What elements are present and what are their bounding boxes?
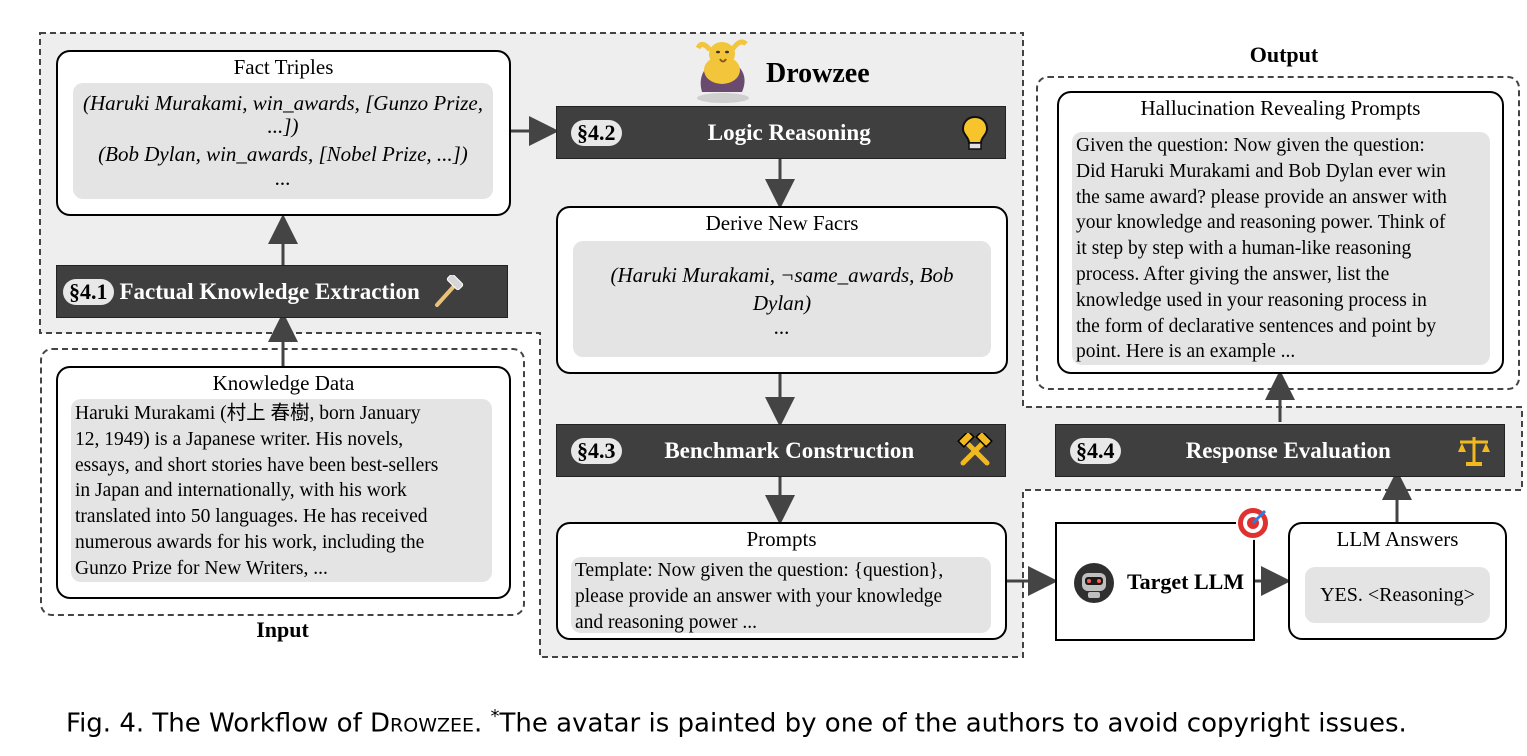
drowzee-title: Drowzee [766,58,870,89]
knowledge-line-1: Haruki Murakami (村上 春樹, born January [75,403,421,424]
fact-triples-box: Fact Triples (Haruki Murakami, win_award… [56,50,511,216]
knowledge-line-5: translated into 50 languages. He has rec… [75,506,428,528]
benchmark-label: Benchmark Construction [664,437,915,463]
knowledge-line-4: in Japan and internationally, with his w… [75,480,407,502]
hallucination-line-8: the form of declarative sentences and po… [1076,315,1437,337]
derive-line-1: (Haruki Murakami, ¬same_awards, Bob [610,263,954,287]
llm-answers-content: YES. <Reasoning> [1305,567,1490,623]
section-badge-4-4: §4.4 [1070,437,1121,464]
hallucination-line-9: point. Here is an example ... [1076,341,1296,363]
caption-mid: . [474,708,491,739]
caption-prefix: Fig. 4. The Workflow of [66,708,370,739]
knowledge-line-3: essays, and short stories have been best… [75,454,439,476]
triple-line-4: ... [275,166,291,190]
derive-line-3: ... [774,315,790,339]
caption-name-rest: ROWZEE [390,714,475,737]
hammer-icon [430,274,466,310]
triple-line-1: (Haruki Murakami, win_awards, [Gunzo Pri… [83,91,483,115]
hallucination-prompts-box: Hallucination Revealing Prompts Given th… [1057,91,1504,374]
section-badge-4-3: §4.3 [571,437,622,464]
prompts-line-1: Template: Now given the question: {quest… [575,560,944,581]
caption-suffix: The avatar is painted by one of the auth… [499,708,1407,739]
knowledge-line-2: 12, 1949) is a Japanese writer. His nove… [75,428,404,450]
hallucination-line-6: process. After giving the answer, list t… [1076,263,1390,285]
knowledge-line-6: numerous awards for his work, including … [75,531,425,553]
llm-answers-box: LLM Answers YES. <Reasoning> [1288,522,1507,640]
prompts-line-2: please provide an answer with your knowl… [575,585,943,607]
derive-title: Derive New Facrs [705,211,859,235]
section-badge-4-1: §4.1 [63,278,114,305]
caption-star: * [490,706,500,727]
prompts-title: Prompts [746,527,817,551]
crossed-hammers-icon [957,432,993,469]
fact-triples-content: (Haruki Murakami, win_awards, [Gunzo Pri… [73,83,493,199]
output-label: Output [1249,42,1319,67]
target-icon [1235,505,1271,541]
benchmark-construction-bar: §4.3 Benchmark Construction [556,424,1006,477]
reasoning-label: Logic Reasoning [707,119,871,145]
caption-name-first: D [370,708,391,739]
derive-new-facts-box: Derive New Facrs (Haruki Murakami, ¬same… [556,206,1008,374]
drowzee-avatar [688,34,758,106]
prompts-box: Prompts Template: Now given the question… [556,522,1007,640]
figure-caption: Fig. 4. The Workflow of DROWZEE. *The av… [66,706,1407,739]
fact-triples-title: Fact Triples [233,55,334,79]
evaluation-label: Response Evaluation [1185,437,1391,463]
hallucination-line-2: Did Haruki Murakami and Bob Dylan ever w… [1076,160,1446,182]
input-label: Input [256,617,309,642]
knowledge-data-title: Knowledge Data [212,371,355,395]
hallucination-line-1: Given the question: Now given the questi… [1076,135,1425,156]
knowledge-line-7: Gunzo Prize for New Writers, ... [75,557,328,579]
knowledge-data-content: Haruki Murakami (村上 春樹, born January 12,… [71,399,492,582]
scales-icon [1456,433,1492,469]
prompts-line-3: and reasoning power ... [575,611,757,633]
hallucination-title: Hallucination Revealing Prompts [1140,96,1421,120]
triple-line-2: ...]) [267,114,299,138]
hallucination-line-4: your knowledge and reasoning power. Thin… [1076,212,1446,234]
lightbulb-icon [957,115,993,151]
hallucination-line-3: the same award? please provide an answer… [1076,186,1447,208]
hallucination-content: Given the question: Now given the questi… [1072,132,1490,365]
response-evaluation-bar: §4.4 Response Evaluation [1055,424,1505,477]
hallucination-line-7: knowledge used in your reasoning process… [1076,289,1427,311]
section-badge-4-2: §4.2 [571,119,622,146]
derive-content: (Haruki Murakami, ¬same_awards, Bob Dyla… [573,241,991,357]
llm-answers-title: LLM Answers [1336,527,1459,551]
hallucination-line-5: it step by step with a human-like reason… [1076,238,1412,260]
derive-line-2: Dylan) [752,291,812,315]
knowledge-data-box: Knowledge Data Haruki Murakami (村上 春樹, b… [56,366,511,599]
extraction-label: Factual Knowledge Extraction [119,278,420,304]
robot-icon [1073,562,1115,604]
target-llm-box: Target LLM [1055,522,1255,641]
prompts-content: Template: Now given the question: {quest… [571,557,991,633]
logic-reasoning-bar: §4.2 Logic Reasoning [556,106,1006,159]
triple-line-3: (Bob Dylan, win_awards, [Nobel Prize, ..… [98,142,468,166]
llm-answers-text: YES. <Reasoning> [1320,583,1475,606]
factual-knowledge-extraction-bar: §4.1 Factual Knowledge Extraction [56,265,508,318]
target-llm-label: Target LLM [1127,569,1245,594]
